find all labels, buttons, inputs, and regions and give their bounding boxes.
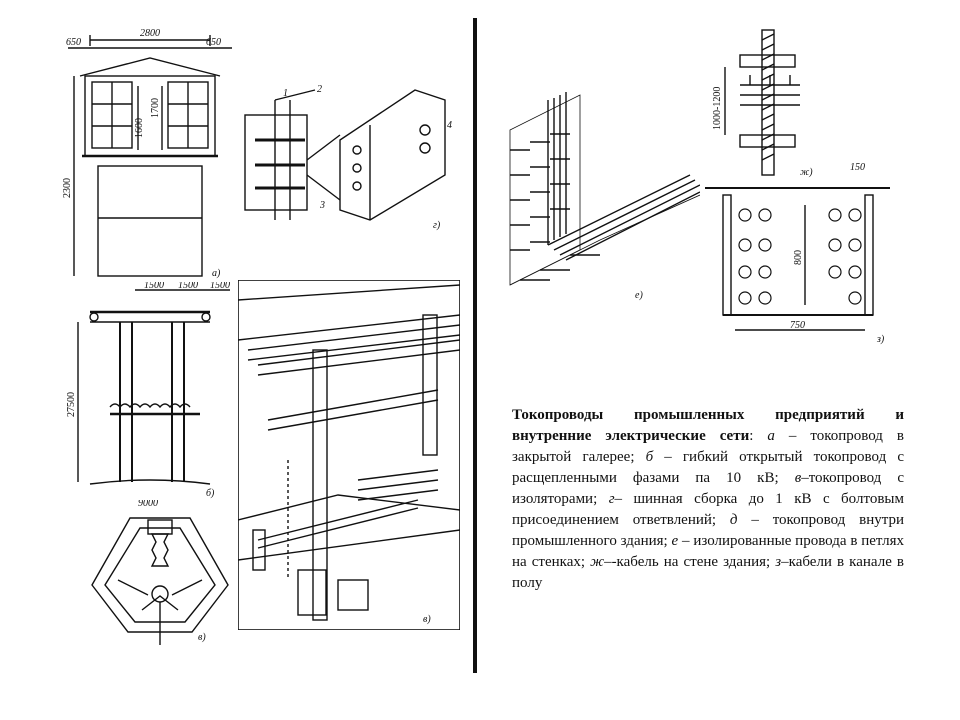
label-v-main: в) xyxy=(423,614,431,625)
label-a: а) xyxy=(212,268,221,279)
dim-b-top3: 1500 xyxy=(210,282,230,291)
label-z: з) xyxy=(876,334,885,345)
label-zh: ж) xyxy=(800,167,813,178)
dim-b-bottom: 9000 xyxy=(138,500,158,509)
vertical-divider xyxy=(473,18,477,673)
figure-b-flexible-busway: 1500 1500 1500 27500 б) xyxy=(66,282,230,499)
callout-3: 3 xyxy=(319,200,325,211)
label-e: е) xyxy=(635,290,643,301)
dim-b-top2: 1500 xyxy=(178,282,198,291)
figure-zh-wall-cable: 1000-1200 ж) xyxy=(712,29,813,178)
label-v-top: в) xyxy=(198,632,206,643)
dim-a-right: 650 xyxy=(206,37,221,48)
callout-4: 4 xyxy=(447,120,452,131)
label-b: б) xyxy=(206,488,215,499)
callout-2: 2 xyxy=(317,84,322,95)
figure-z-floor-channel: 150 800 750 з) xyxy=(705,162,890,345)
dim-a-height: 2300 xyxy=(62,178,73,198)
dim-z-height: 800 xyxy=(793,250,804,265)
dim-a-left: 650 xyxy=(66,37,81,48)
figure-d-building-busway: в) xyxy=(238,280,460,630)
dim-z-bottom: 750 xyxy=(790,320,805,331)
dim-a-inner2: 1700 xyxy=(150,98,161,118)
callout-1: 1 xyxy=(283,88,288,99)
dim-a-inner1: 1600 xyxy=(134,118,145,138)
dim-zh-vertical: 1000-1200 xyxy=(712,87,723,130)
dim-b-top1: 1500 xyxy=(144,282,164,291)
figure-e-wall-wires: е) xyxy=(509,92,700,301)
dim-z-top: 150 xyxy=(850,162,865,173)
dim-b-height: 27500 xyxy=(66,392,77,417)
figure-a-gallery: 2800 650 650 1600 1700 2300 а) xyxy=(62,28,232,279)
dim-a-top: 2800 xyxy=(140,28,160,39)
figure-g-bus-assembly: 1 2 3 4 г) xyxy=(244,84,452,231)
label-g: г) xyxy=(433,220,441,231)
figure-caption: Токопроводы промышленных предприятий и в… xyxy=(512,407,905,591)
figure-v-insulator-busway: 9000 в) xyxy=(91,500,229,645)
caption-title: Токопроводы промышленных предприятий и в… xyxy=(512,407,904,444)
